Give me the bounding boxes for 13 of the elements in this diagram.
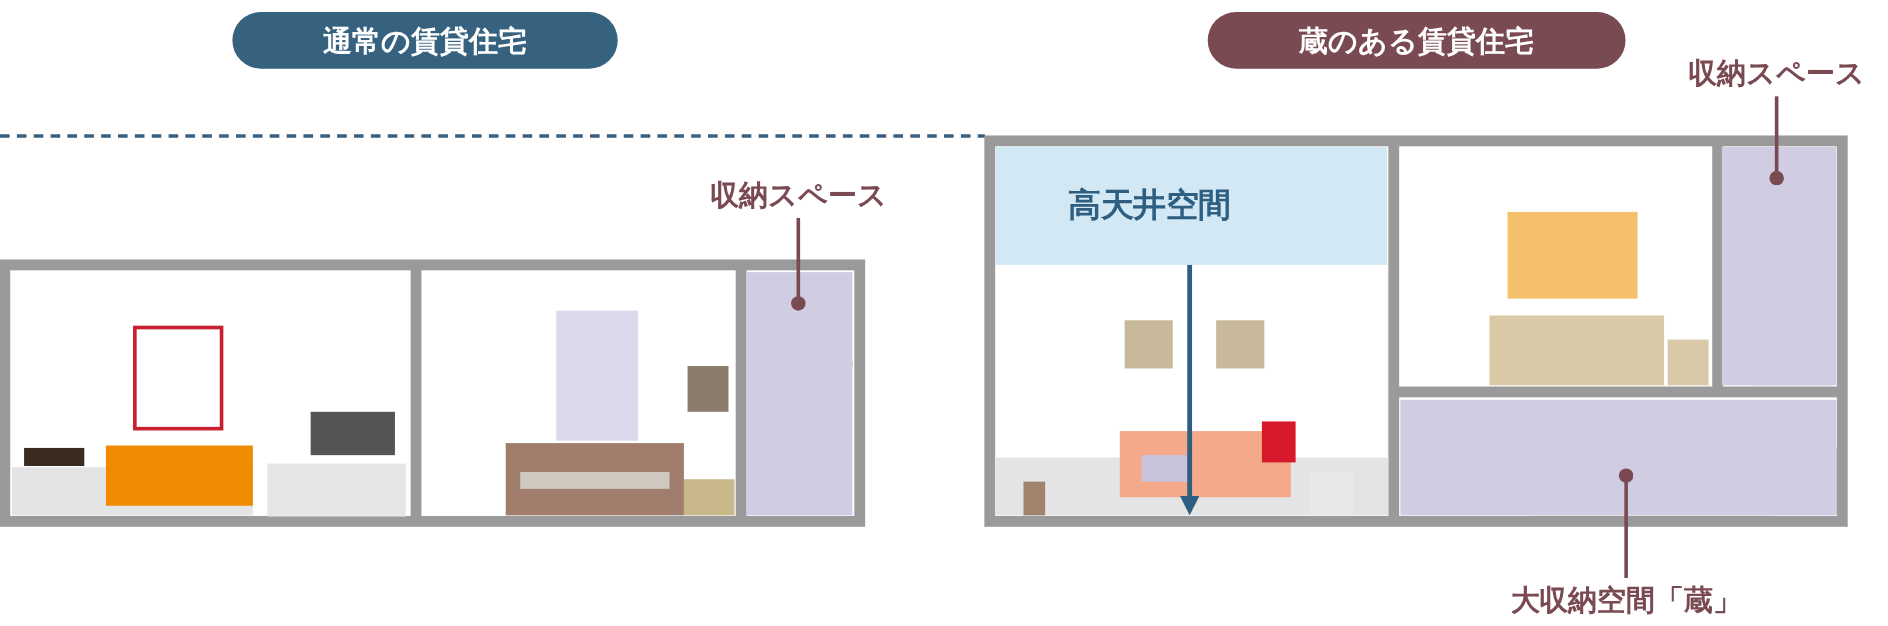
storage-area	[746, 272, 853, 516]
callout-label: 収納スペース	[1665, 53, 1888, 94]
callout-label: 収納スペース	[683, 174, 913, 216]
area-label: 高天井空間	[1068, 184, 1231, 225]
storage-area	[1400, 399, 1837, 516]
callout-label: 大収納空間「蔵」	[1478, 580, 1774, 622]
leader-line	[791, 217, 806, 311]
leader-line	[1618, 468, 1634, 578]
heading-pill: 蔵のある賃貸住宅	[1207, 12, 1626, 69]
ceiling-band	[995, 146, 1388, 265]
leader-line	[1769, 96, 1784, 186]
storage-area	[1721, 146, 1837, 386]
heading-pill: 通常の賃貸住宅	[232, 12, 618, 69]
